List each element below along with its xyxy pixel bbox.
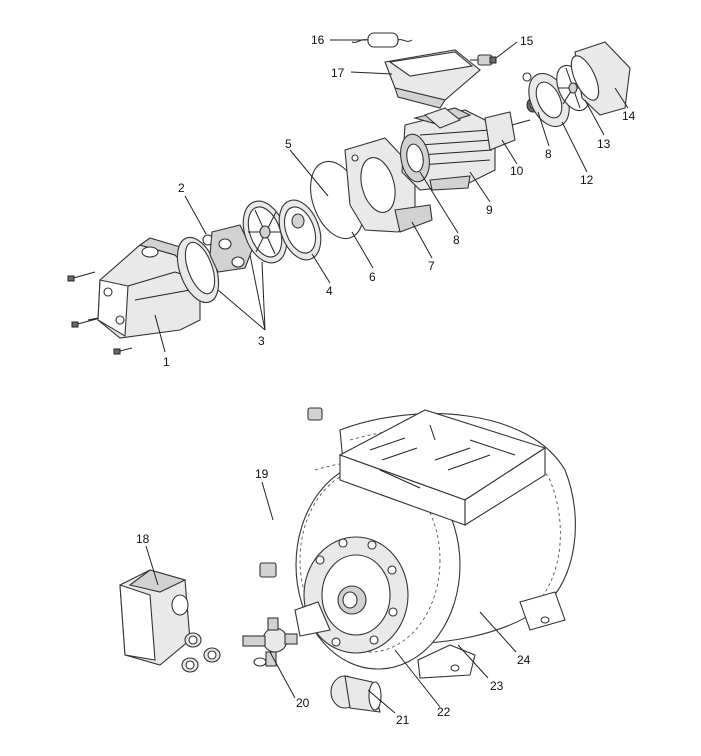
callout-18: 18 — [136, 532, 150, 546]
leader-lines-top — [154, 39, 629, 353]
motor-bracket-part — [344, 137, 433, 233]
callout-8b: 8 — [545, 147, 552, 161]
callout-22: 22 — [437, 705, 451, 719]
callout-5: 5 — [285, 137, 292, 151]
capacitor-part — [351, 32, 413, 48]
flexible-hose-part — [259, 407, 323, 578]
rotor-shaft-part — [484, 111, 531, 151]
callout-2: 2 — [178, 181, 185, 195]
callout-9: 9 — [486, 203, 493, 217]
pump-mounting-plate — [338, 409, 547, 526]
callout-20: 20 — [296, 696, 310, 710]
callout-labels: 1 2 3 4 5 6 7 8 8 9 10 12 13 14 15 16 17… — [136, 33, 636, 727]
callout-24: 24 — [517, 653, 531, 667]
callout-19: 19 — [255, 467, 269, 481]
callout-6: 6 — [369, 270, 376, 284]
pressure-switch-part — [119, 569, 221, 673]
end-cap-part — [330, 675, 382, 713]
five-way-connector-part — [242, 617, 298, 667]
callout-10: 10 — [510, 164, 524, 178]
callout-8a: 8 — [453, 233, 460, 247]
fan-cover-part — [570, 41, 631, 116]
tank-feet-part — [294, 591, 566, 679]
terminal-box-part — [384, 49, 481, 109]
callout-15: 15 — [520, 34, 534, 48]
cable-gland-part — [470, 54, 497, 66]
callout-13: 13 — [597, 137, 611, 151]
callout-14: 14 — [622, 109, 636, 123]
callout-3: 3 — [258, 334, 265, 348]
callout-7: 7 — [428, 259, 435, 273]
diffuser-assembly-part — [176, 200, 288, 304]
leader-lines-bottom — [145, 481, 517, 714]
callout-12: 12 — [580, 173, 594, 187]
callout-21: 21 — [396, 713, 410, 727]
callout-17: 17 — [331, 66, 345, 80]
callout-23: 23 — [490, 679, 504, 693]
motor-housing-part — [400, 107, 496, 191]
callout-16: 16 — [311, 33, 325, 47]
callout-1: 1 — [163, 355, 170, 369]
callout-4: 4 — [326, 284, 333, 298]
impeller-part — [278, 199, 322, 261]
